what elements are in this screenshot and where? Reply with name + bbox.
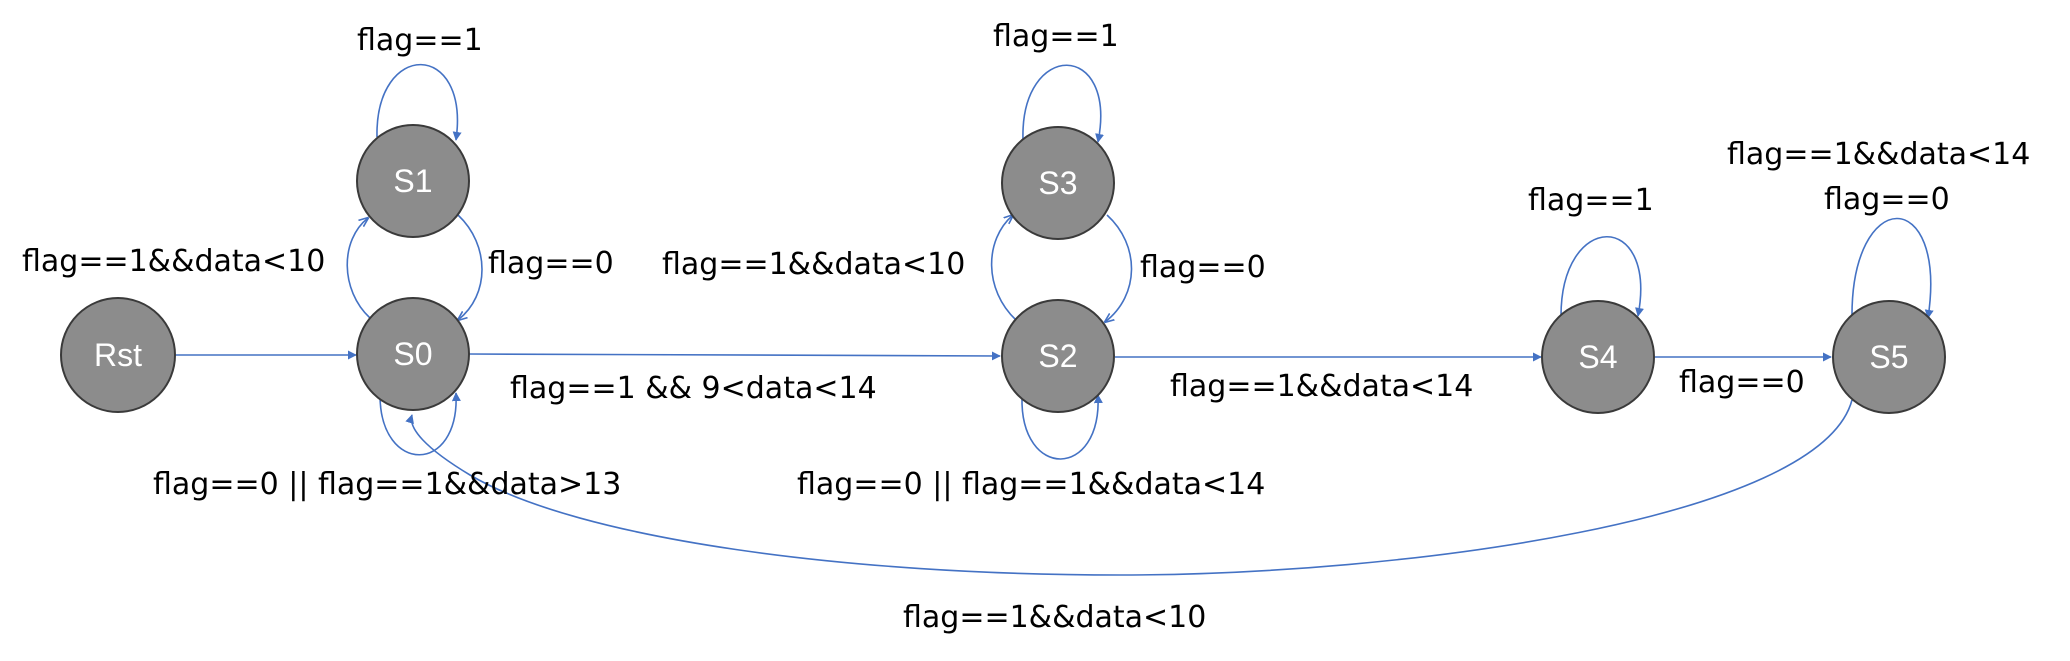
state-s5: S5: [1832, 300, 1946, 414]
edge-s1-to-s0: [458, 214, 483, 320]
state-s0: S0: [356, 297, 470, 411]
edge-s1-loop: [376, 63, 462, 141]
label-s5-to-s0: flag==1&&data<10: [903, 600, 1206, 635]
state-s2: S2: [1001, 299, 1115, 413]
label-s2-loop: flag==0 || flag==1&&data<14: [797, 467, 1265, 502]
label-s5-loop-a: flag==1&&data<14: [1727, 137, 2030, 172]
edge-s0-to-s2: [467, 351, 1001, 361]
edge-s3-loop: [1022, 64, 1104, 143]
label-s0-loop: flag==0 || flag==1&&data>13: [153, 467, 621, 502]
label-s0-to-s2: flag==1 && 9<data<14: [510, 371, 877, 406]
label-s4-loop: flag==1: [1528, 183, 1654, 218]
label-s3-loop: flag==1: [993, 19, 1119, 54]
label-s4-to-s5: flag==0: [1679, 365, 1805, 400]
label-s0-to-s1: flag==1&&data<10: [22, 244, 325, 279]
state-s4: S4: [1541, 300, 1655, 414]
label-s3-to-s2: flag==0: [1140, 250, 1266, 285]
state-s3: S3: [1001, 126, 1115, 240]
state-s1-label: S1: [393, 163, 432, 199]
edge-s2-to-s3: [990, 215, 1017, 321]
label-s2-to-s4: flag==1&&data<14: [1170, 369, 1473, 404]
label-s5-loop-b: flag==0: [1824, 182, 1950, 217]
label-s1-to-s0: flag==0: [488, 246, 614, 281]
state-s5-label: S5: [1869, 339, 1908, 375]
edge-s5-loop: [1851, 217, 1934, 321]
state-rst: Rst: [60, 297, 176, 413]
edge-s0-to-s1: [346, 218, 371, 319]
edge-s0-loop: [379, 392, 461, 456]
label-s1-loop: flag==1: [357, 23, 483, 58]
edge-s3-to-s2: [1105, 214, 1133, 322]
state-s2-label: S2: [1038, 338, 1077, 374]
state-s3-label: S3: [1038, 165, 1077, 201]
edge-s4-loop: [1560, 235, 1644, 319]
state-s0-label: S0: [393, 336, 432, 372]
state-s1: S1: [356, 124, 470, 238]
label-s2-to-s3: flag==1&&data<10: [662, 247, 965, 282]
edge-s2-loop: [1021, 394, 1103, 460]
edge-s5-to-s0: [405, 399, 1853, 576]
state-s4-label: S4: [1578, 339, 1617, 375]
state-rst-label: Rst: [94, 337, 142, 373]
